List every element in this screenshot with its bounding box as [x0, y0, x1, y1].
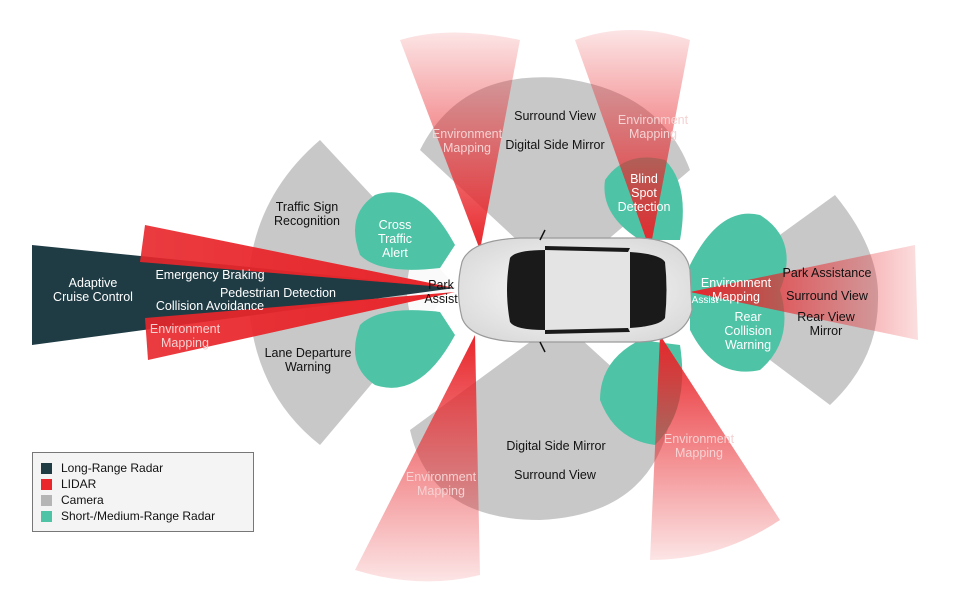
- label-lane-departure-warning: Lane Departure Warning: [264, 346, 352, 374]
- legend-item-camera: Camera: [41, 492, 245, 508]
- long-range-radar-beam: [32, 245, 455, 345]
- label-environment-mapping-bottom-left: Environment Mapping: [405, 470, 477, 498]
- label-digital-side-mirror-bottom: Digital Side Mirror: [506, 439, 606, 453]
- label-surround-view-bottom: Surround View: [514, 468, 596, 482]
- label-environment-mapping-rear: Environment Mapping: [700, 276, 772, 304]
- lidar-front-upper: [140, 225, 455, 288]
- radar-front-right-lobe: [355, 310, 455, 388]
- car: [457, 229, 693, 353]
- label-environment-mapping-top-right: Environment Mapping: [617, 113, 689, 141]
- lidar-top-left: [400, 32, 520, 250]
- label-park-assistance: Park Assistance: [782, 266, 872, 280]
- label-digital-side-mirror-top: Digital Side Mirror: [505, 138, 605, 152]
- lidar-bottom-left: [355, 335, 480, 582]
- legend-swatch-short-medium-range-radar: [41, 510, 52, 522]
- label-cross-traffic-alert: Cross Traffic Alert: [377, 218, 413, 260]
- lidar-rear: [690, 245, 918, 340]
- legend-label-short-medium-range-radar: Short-/Medium-Range Radar: [61, 509, 216, 523]
- label-surround-view-rear: Surround View: [786, 289, 868, 303]
- label-adaptive-cruise-control: Adaptive Cruise Control: [53, 276, 133, 304]
- label-rear-collision-warning: Rear Collision Warning: [724, 310, 772, 352]
- legend-label-lidar: LIDAR: [61, 477, 97, 491]
- legend-swatch-lidar: [41, 478, 52, 490]
- legend-label-camera: Camera: [61, 493, 104, 507]
- legend-item-long-range-radar: Long-Range Radar: [41, 460, 245, 476]
- car-mirror-top: [539, 229, 546, 241]
- long-range-radar-coverage: [32, 245, 455, 345]
- car-roof: [545, 250, 630, 330]
- label-rear-view-mirror: Rear View Mirror: [797, 310, 855, 338]
- legend-item-short-medium-range-radar: Short-/Medium-Range Radar: [41, 508, 245, 524]
- label-blind-spot-detection: Blind Spot Detection: [617, 172, 671, 214]
- label-assist-rear: Assist: [691, 295, 719, 306]
- label-environment-mapping-front: Environment Mapping: [149, 322, 221, 350]
- legend-label-long-range-radar: Long-Range Radar: [61, 461, 164, 475]
- car-side-window-top: [545, 246, 630, 252]
- label-environment-mapping-top-left: Environment Mapping: [431, 127, 503, 155]
- lidar-coverage: [140, 30, 918, 582]
- car-rear-window: [630, 252, 667, 328]
- legend: Long-Range Radar LIDAR Camera Short-/Med…: [32, 452, 254, 532]
- car-mirror-bottom: [539, 341, 546, 353]
- label-park-assist-front: Park Assist: [424, 278, 458, 306]
- legend-swatch-camera: [41, 494, 52, 506]
- label-emergency-braking: Emergency Braking: [155, 268, 265, 282]
- lidar-front-lower: [145, 292, 455, 360]
- radar-front-left-lobe: [355, 192, 455, 270]
- label-environment-mapping-bottom-right: Environment Mapping: [663, 432, 735, 460]
- label-surround-view-top: Surround View: [514, 109, 596, 123]
- lidar-top-right: [575, 30, 690, 250]
- legend-swatch-long-range-radar: [41, 462, 52, 474]
- legend-item-lidar: LIDAR: [41, 476, 245, 492]
- car-side-window-bottom: [545, 328, 630, 334]
- car-windshield: [507, 250, 545, 330]
- label-collision-avoidance: Collision Avoidance: [155, 299, 265, 313]
- label-pedestrian-detection: Pedestrian Detection: [219, 286, 337, 300]
- lidar-bottom-right: [650, 335, 780, 560]
- label-traffic-sign-recognition: Traffic Sign Recognition: [273, 200, 340, 228]
